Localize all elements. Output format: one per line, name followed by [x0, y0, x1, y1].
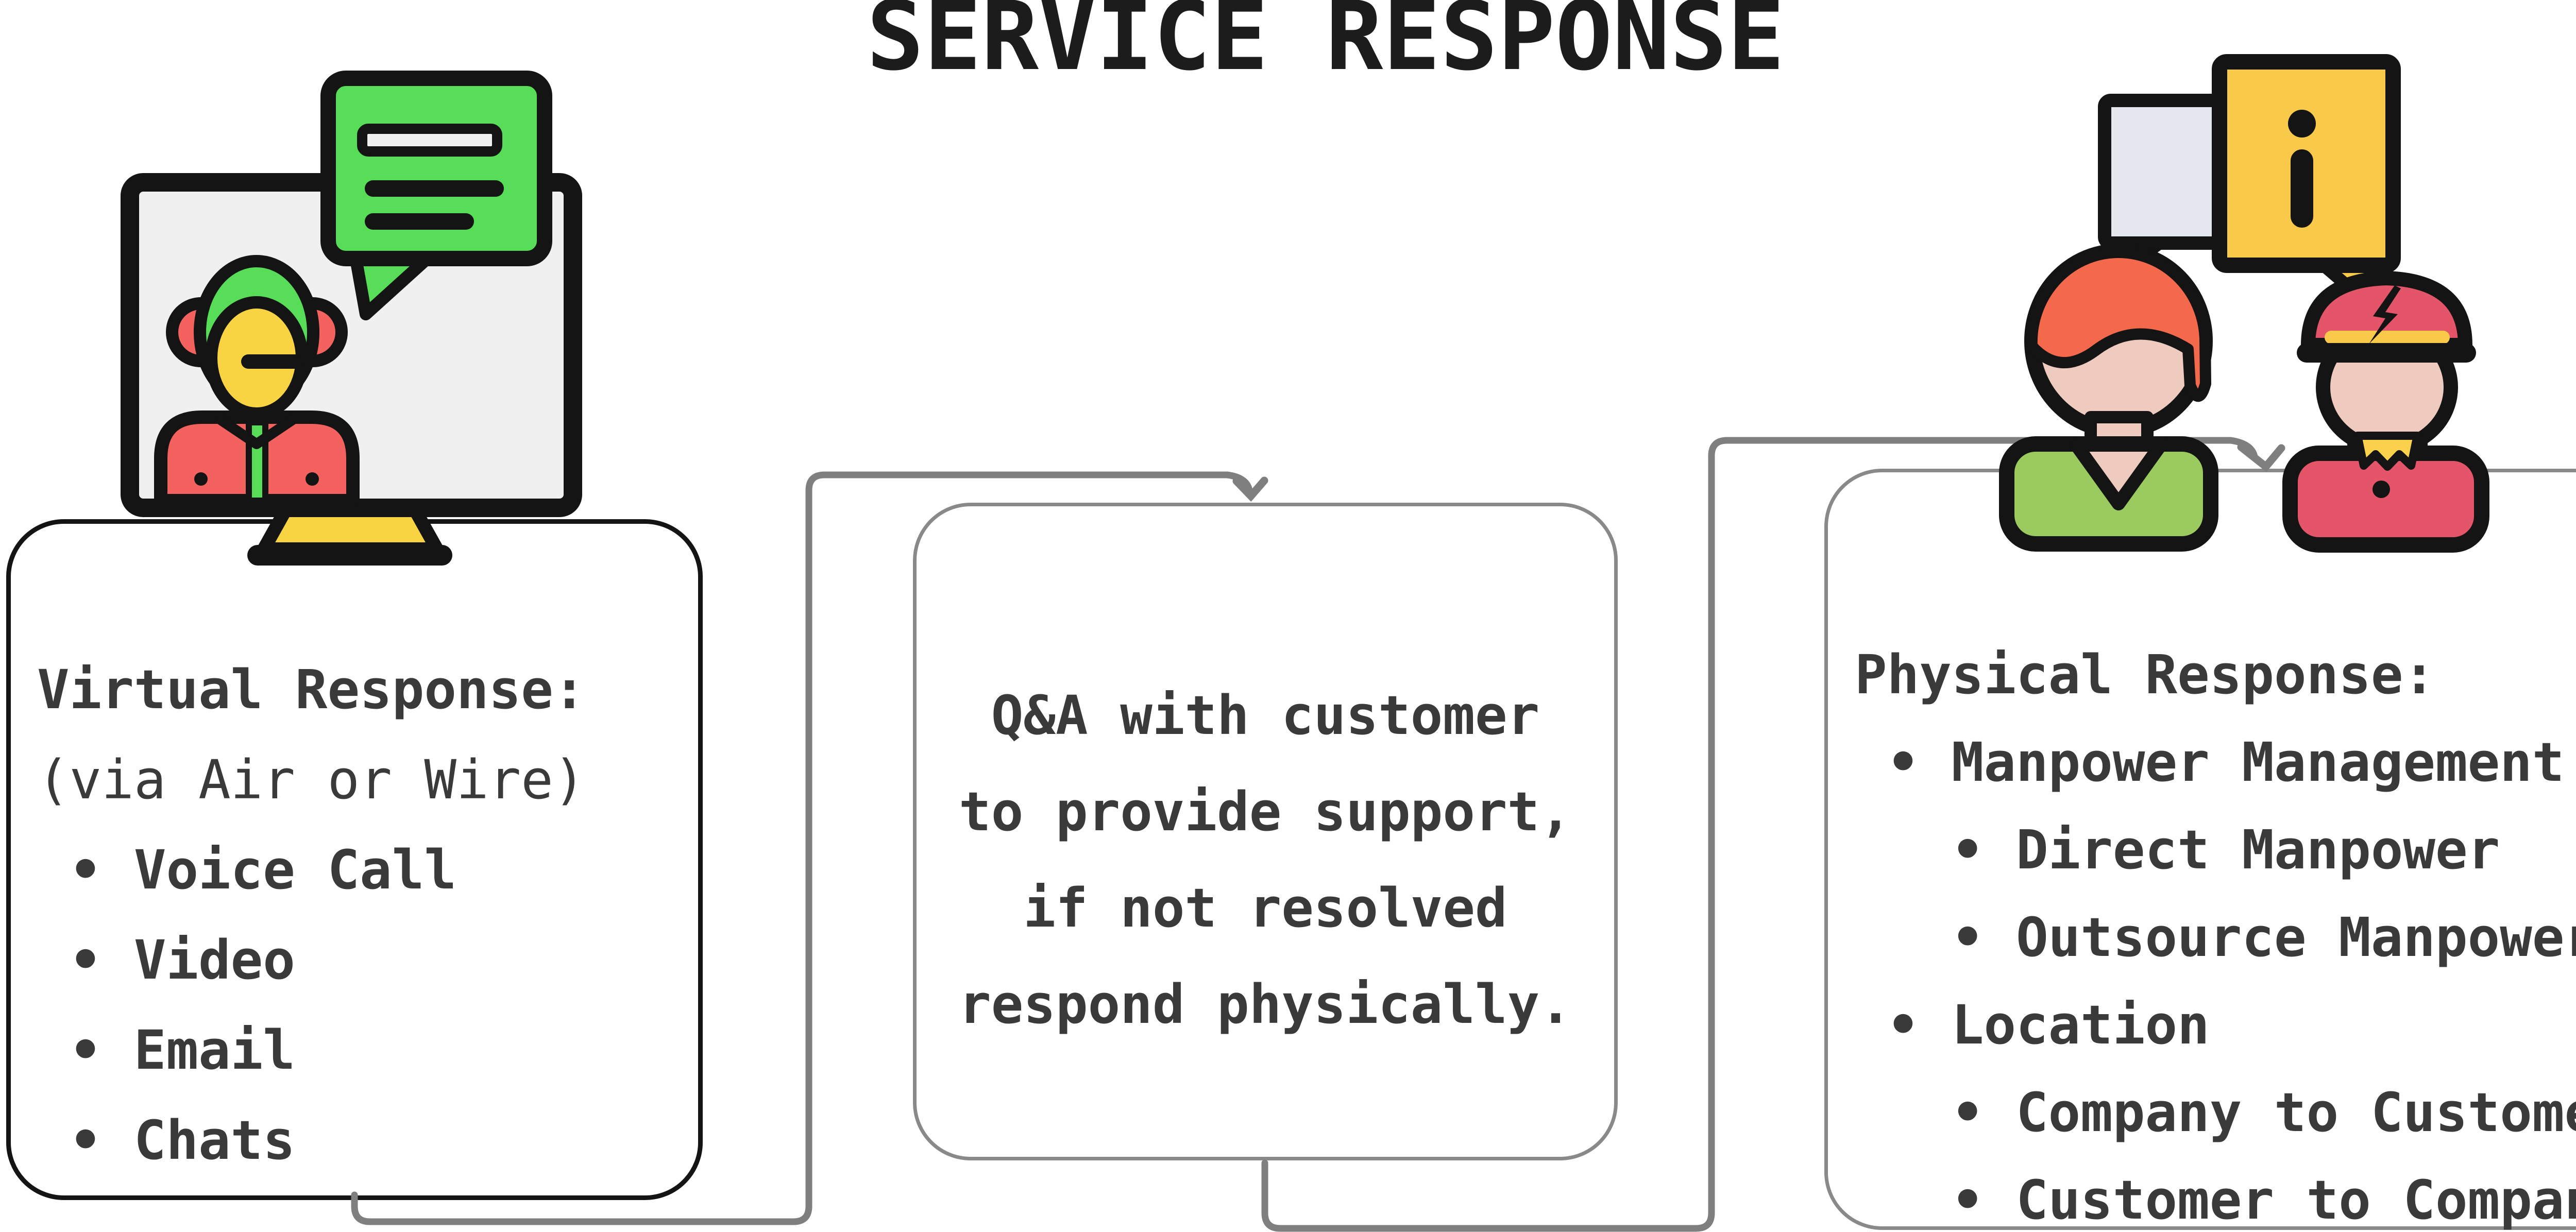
physical-line-location: • Location — [1855, 994, 2210, 1056]
virtual-line-video: • Video — [37, 929, 295, 991]
lightning-bolt-icon — [2369, 285, 2401, 344]
worker-cap — [2301, 271, 2472, 352]
physical-response-text: Physical Response: • Manpower Management… — [1855, 631, 2576, 1232]
virtual-line-email: • Email — [37, 1019, 295, 1082]
gray-and-yellow-info-speech-bubbles-icon — [2098, 54, 2401, 306]
worker-cap-band — [2297, 343, 2476, 363]
qa-line-1: Q&A with customer — [991, 684, 1540, 747]
info-icon-stem — [2291, 149, 2313, 228]
virtual-line-subheading: (via Air or Wire) — [37, 748, 586, 811]
physical-line-manpower: • Manpower Management — [1855, 731, 2565, 794]
virtual-line-voice-call: • Voice Call — [37, 839, 456, 901]
green-chat-bubble-icon — [320, 71, 552, 320]
qa-line-4: respond physically. — [959, 973, 1572, 1036]
physical-line-outsource: • Outsource Manpower — [1855, 906, 2576, 969]
customer-hair — [2026, 246, 2211, 402]
headset-mic — [241, 354, 302, 369]
physical-line-customer-to-company: • Customer to Company — [1855, 1169, 2576, 1231]
agent-tie — [246, 419, 268, 504]
virtual-line-heading: Virtual Response: — [37, 658, 586, 721]
physical-line-company-to-customer: • Company to Customer — [1855, 1081, 2576, 1144]
qa-line-3: if not resolved — [1023, 877, 1507, 939]
support-agent-video-call-monitor-icon — [121, 71, 582, 566]
headphone-ear-right — [278, 297, 348, 367]
info-icon-dot — [2288, 110, 2316, 138]
worker-collar — [2353, 432, 2421, 471]
worker-cap-brim — [2325, 331, 2450, 344]
agent-collar — [215, 415, 298, 449]
agent-shirt — [154, 410, 360, 507]
qa-line-2: to provide support, — [959, 780, 1572, 843]
agent-face — [205, 296, 308, 420]
physical-line-direct: • Direct Manpower — [1855, 818, 2500, 881]
physical-line-heading: Physical Response: — [1855, 643, 2436, 706]
page-title: SERVICE RESPONSE — [866, 0, 1785, 92]
agent-hair — [194, 255, 319, 409]
virtual-response-text: Virtual Response: (via Air or Wire) • Vo… — [37, 645, 585, 1186]
qa-text: Q&A with customer to provide support, if… — [913, 668, 1618, 1053]
virtual-line-chats: • Chats — [37, 1109, 295, 1172]
worker-face — [2316, 319, 2458, 455]
headphone-ear-left — [166, 297, 236, 367]
